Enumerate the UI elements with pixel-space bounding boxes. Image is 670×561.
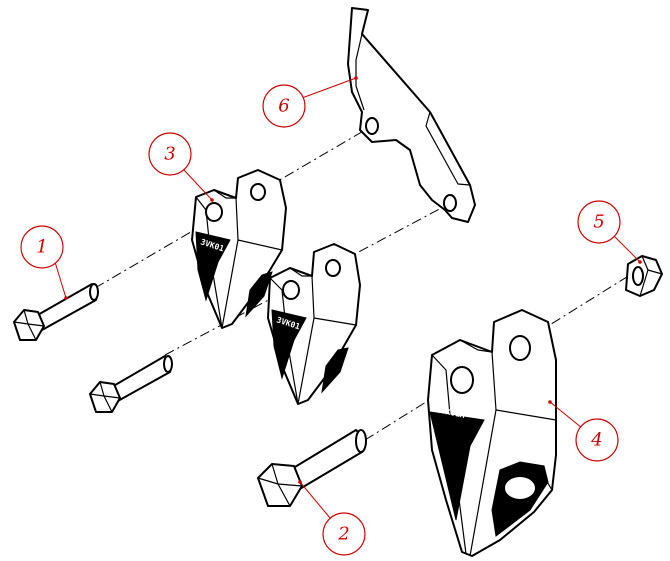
bolt-middle-head-facets [89,381,121,413]
bolt-part-1 [13,283,99,341]
bolt-middle [89,355,173,413]
leader-1-dot [64,296,68,300]
adapter-plate-outline [347,7,476,223]
tooth-small-left-part-3: 3VK01 [191,169,287,329]
tooth-large-part-4: 3VK01A [427,309,557,557]
leader-2 [299,481,331,519]
callout-6-balloon [262,84,306,128]
callout-5-balloon [577,200,621,244]
tooth-large-eye-front [450,366,474,394]
bolt-1-shank [35,283,99,331]
tooth-small-left-shade [195,231,231,302]
nut-part-5 [625,255,663,297]
leader-5-dot [638,260,642,264]
axis-line-lower [364,274,631,441]
axis-line-middle [164,204,448,356]
callout-3-balloon [148,132,192,176]
adapter-plate-edge [355,33,471,186]
tooth-small-right-tip-shade [321,347,349,394]
callout-1-label: 1 [36,237,47,258]
adapter-plate-part-6 [347,7,476,223]
leader-4 [549,401,583,429]
tooth-small-left-tip-shade [245,271,273,318]
callout-3-label: 3 [164,144,175,165]
tooth-small-right-shade [271,309,307,380]
callout-4-label: 4 [590,430,602,451]
leader-6 [301,77,357,99]
bolt-2-end [355,429,367,453]
callouts: 1 2 3 4 5 6 [20,76,642,556]
leader-3-dot [210,198,214,202]
callout-5-label: 5 [593,212,604,233]
tooth-small-right-edges [269,267,357,405]
bolt-1-head-facets [13,309,45,341]
leader-1 [54,261,67,299]
bolt-middle-end [163,355,173,373]
bolt-part-2 [257,429,367,507]
tooth-small-right-eye-back [325,259,341,277]
callout-2-balloon [322,512,366,556]
leader-3 [183,169,213,201]
leader-2-dot [298,480,302,484]
tooth-small-left-eye-front [205,202,223,222]
bolt-2-head-facets [257,463,303,507]
tooth-small-right-eye-front [282,280,300,300]
tooth-large-shade [429,411,485,521]
nut-facets [639,255,663,297]
nut-bore [632,266,644,286]
tooth-large-eye-back [509,335,531,361]
bolt-1-end [89,283,99,301]
tooth-small-left-edges [195,189,283,329]
tooth-large-tip-window [503,475,537,501]
leader-5 [613,235,641,263]
callout-6-label: 6 [278,96,289,117]
callout-2-label: 2 [337,524,349,545]
adapter-plate-hole-lower [443,194,457,212]
leader-6-dot [354,76,358,80]
callout-4-balloon [575,418,619,462]
adapter-plate-hole-upper [365,117,379,135]
tooth-small-left-eye-back [250,183,266,201]
tooth-small-right: 3VK01 [267,243,361,405]
leader-4-dot [548,400,552,404]
callout-1-balloon [20,225,64,269]
